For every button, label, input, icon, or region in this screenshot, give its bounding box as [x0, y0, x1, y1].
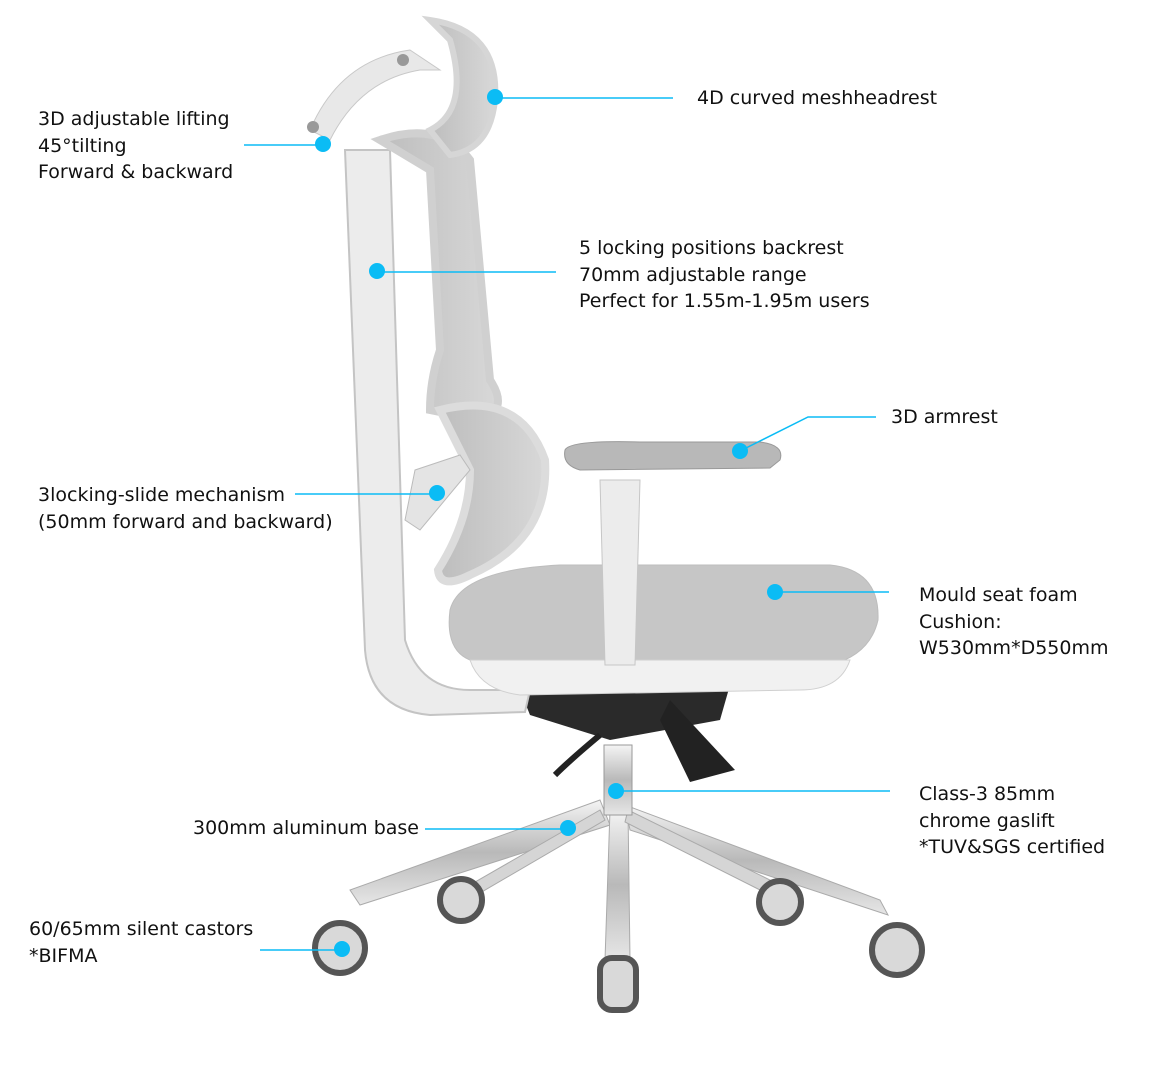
gaslift-label: Class-3 85mm chrome gaslift *TUV&SGS cer… [919, 781, 1105, 861]
backrest-dot [369, 263, 385, 279]
headrest-label: 4D curved meshheadrest [697, 85, 937, 112]
label-line: chrome gaslift [919, 809, 1055, 832]
armrest-label: 3D armrest [891, 404, 998, 431]
castors-label: 60/65mm silent castors *BIFMA [29, 916, 253, 969]
label-line: 300mm aluminum base [193, 817, 419, 839]
headrest-dot [487, 89, 503, 105]
label-line: 3D armrest [891, 406, 998, 428]
label-line: (50mm forward and backward) [38, 510, 333, 533]
label-line: Cushion: [919, 610, 1002, 633]
label-line: 3locking-slide mechanism [38, 484, 285, 506]
mechanism [520, 685, 735, 782]
base-label: 300mm aluminum base [193, 815, 419, 842]
label-line: *TUV&SGS certified [919, 836, 1106, 858]
slide-dot [429, 485, 445, 501]
backrest-label: 5 locking positions backrest 70mm adjust… [579, 235, 870, 315]
label-line: *BIFMA [29, 944, 98, 967]
label-line: 4D curved meshheadrest [697, 87, 938, 109]
base-dot [560, 820, 576, 836]
callout-markers [244, 97, 890, 951]
label-line: 45°tilting [38, 134, 127, 157]
backrest-frame [307, 15, 550, 717]
slide-label: 3locking-slide mechanism (50mm forward a… [38, 482, 333, 535]
seat [448, 564, 879, 696]
lifting-dot [315, 136, 331, 152]
seat-label: Mould seat foam Cushion: W530mm*D550mm [919, 582, 1108, 662]
castors-dot [334, 941, 350, 957]
label-line: 5 locking positions backrest [579, 237, 844, 259]
label-line: Mould seat foam [919, 584, 1078, 606]
armrest [564, 441, 782, 666]
label-line: W530mm*D550mm [919, 637, 1109, 659]
label-line: Forward & backward [38, 161, 234, 183]
label-line: 60/65mm silent castors [29, 918, 254, 940]
armrest-dot [732, 443, 748, 459]
chair-base [349, 744, 890, 961]
gaslift-dot [608, 783, 624, 799]
lifting-label: 3D adjustable lifting 45°tilting Forward… [38, 106, 233, 186]
seat-dot [767, 584, 783, 600]
castors [312, 876, 925, 1013]
label-line: Class-3 85mm [919, 783, 1056, 805]
label-line: 3D adjustable lifting [38, 108, 230, 130]
label-line: 70mm adjustable range [579, 263, 807, 286]
label-line: Perfect for 1.55m-1.95m users [579, 290, 870, 312]
